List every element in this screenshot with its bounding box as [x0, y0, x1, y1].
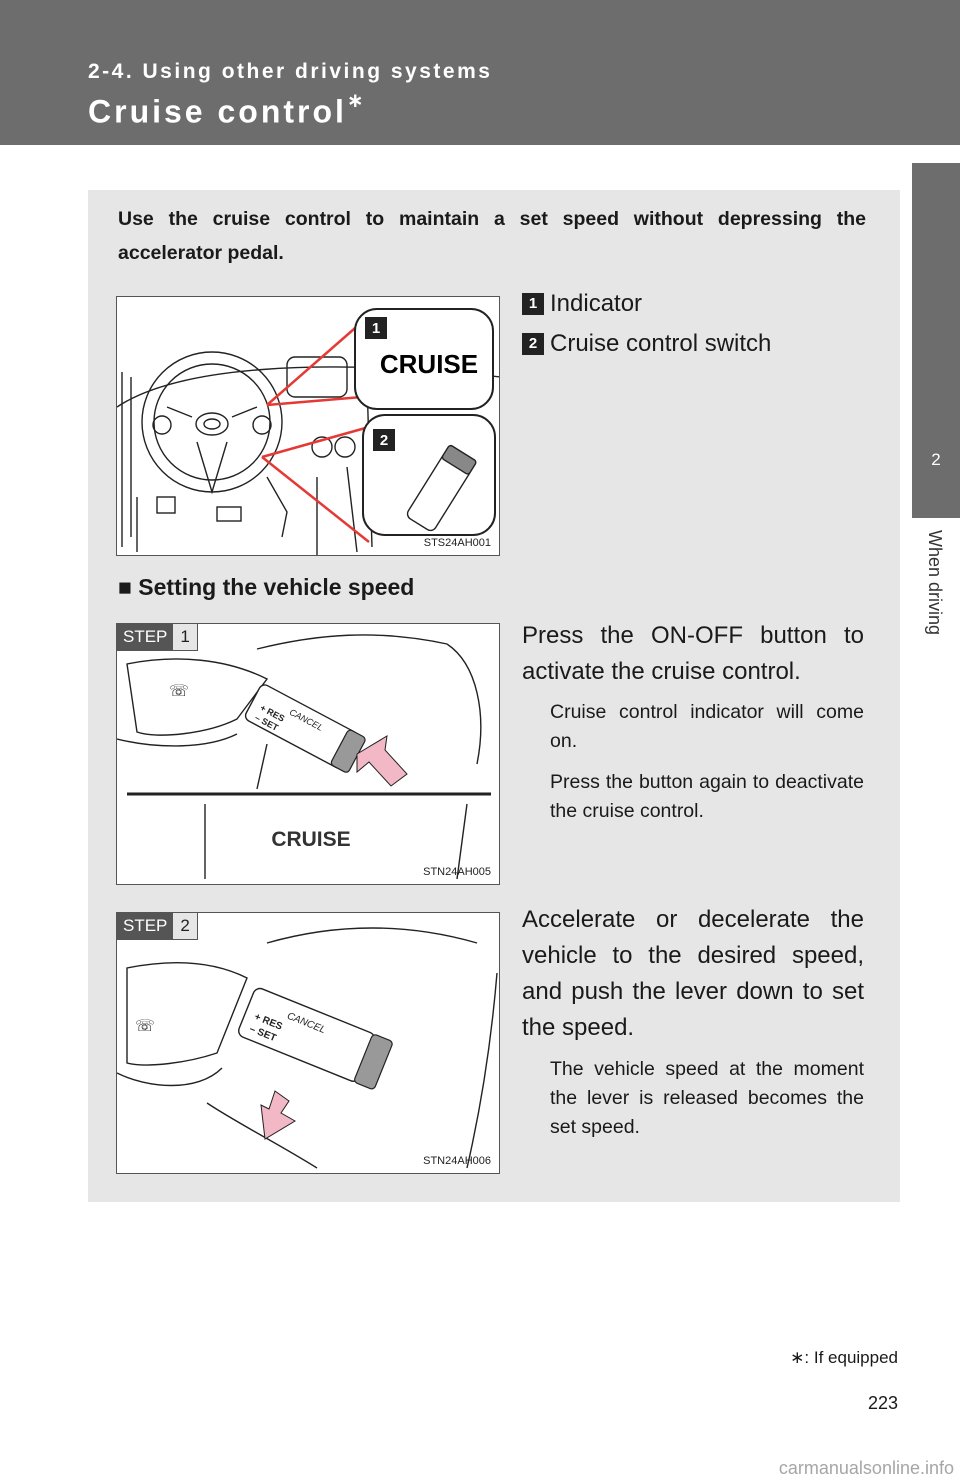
chapter-tab — [912, 163, 960, 518]
svg-text:1: 1 — [372, 320, 380, 337]
step1-note-2: Press the button again to deactivate the… — [550, 771, 864, 822]
page-header — [0, 0, 960, 145]
title-asterisk: ∗ — [346, 90, 364, 112]
figure-code-step1: STN24AH005 — [423, 866, 491, 878]
legend-item-indicator: 1 Indicator — [522, 290, 642, 318]
callout-2-badge — [373, 429, 395, 451]
callout-1-badge — [365, 317, 387, 339]
step1-number: 1 — [173, 624, 197, 650]
step2-instruction: Accelerate or decelerate the vehicle to … — [522, 906, 864, 1041]
press-arrow-icon — [356, 735, 408, 787]
step1-figure: ☏ CANCEL + RES – SET CRUISE STEP 1 STN24… — [116, 623, 500, 885]
section-label: 2-4. Using other driving systems — [88, 60, 493, 83]
step2-word: STEP — [117, 913, 174, 939]
step1-drawing: ☏ CANCEL + RES – SET CRUISE — [117, 634, 491, 880]
section-subheading: ■ Setting the vehicle speed — [118, 574, 415, 600]
legend-item-switch: 2 Cruise control switch — [522, 330, 771, 358]
figure-code-step2: STN24AH006 — [423, 1155, 491, 1167]
step2-tag: STEP 2 — [117, 913, 198, 940]
step1-instruction: Press the ON-OFF button to activate the … — [522, 622, 864, 685]
step2-figure: ☏ CANCEL + RES – SET STEP 2 STN24AH006 — [116, 912, 500, 1174]
chapter-label: When driving — [925, 530, 945, 636]
dashboard-drawing: 1 CRUISE 2 — [117, 308, 499, 555]
page-title-text: Cruise control — [88, 93, 347, 130]
legend-label-indicator: Indicator — [550, 290, 643, 317]
callout-cruise-label: CRUISE — [380, 349, 478, 379]
voice-icon-step2: ☏ — [135, 1016, 155, 1035]
figure-code: STS24AH001 — [423, 537, 491, 549]
dashboard-figure: 1 CRUISE 2 STS24AH001 — [116, 296, 500, 556]
step1-note-1: Cruise control indicator will come on. — [550, 701, 864, 752]
step1-tag: STEP 1 — [117, 624, 198, 651]
intro-text: Use the cruise control to maintain a set… — [118, 208, 866, 264]
display-cruise-label: CRUISE — [271, 828, 350, 851]
page-title: Cruise control∗ — [88, 90, 364, 131]
step1-word: STEP — [117, 624, 174, 650]
legend-badge-2: 2 — [522, 333, 544, 355]
step2-number: 2 — [173, 913, 197, 939]
push-down-arrow-icon — [260, 1090, 296, 1140]
svg-text:2: 2 — [380, 432, 388, 449]
watermark: carmanualsonline.info — [778, 1458, 954, 1478]
voice-icon: ☏ — [169, 681, 189, 700]
legend-label-switch: Cruise control switch — [550, 330, 772, 357]
step2-drawing: ☏ CANCEL + RES – SET — [117, 927, 498, 1169]
footnote: ∗: If equipped — [790, 1348, 898, 1367]
legend-badge-1: 1 — [522, 293, 544, 315]
step2-note-1: The vehicle speed at the moment the leve… — [550, 1058, 864, 1138]
page-number: 223 — [867, 1393, 898, 1413]
chapter-number: 2 — [931, 450, 941, 469]
